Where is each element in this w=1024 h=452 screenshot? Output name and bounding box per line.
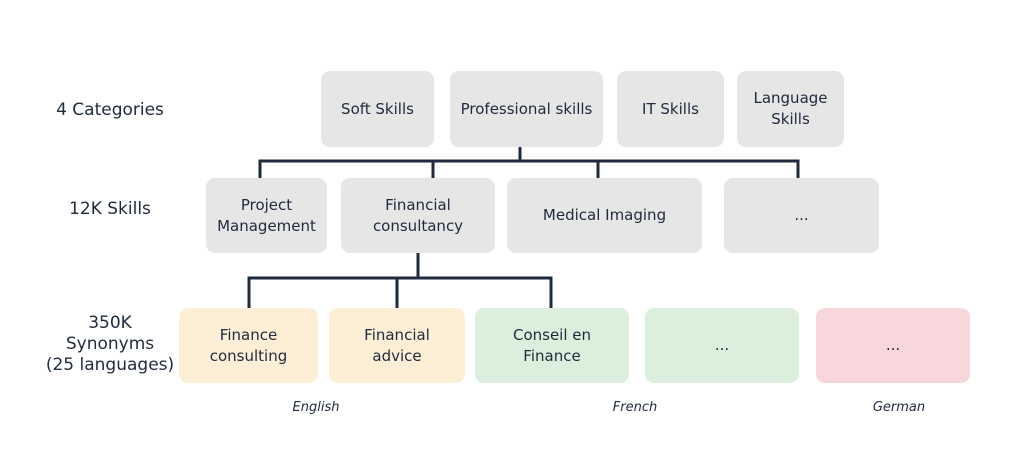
synonym-financial-advice: Financial advice (329, 308, 465, 383)
skill-medical-imaging: Medical Imaging (507, 178, 702, 253)
category-professional-skills: Professional skills (450, 71, 603, 147)
category-it-skills: IT Skills (617, 71, 724, 147)
synonym-conseil-en-finance: Conseil en Finance (475, 308, 629, 383)
synonym-finance-consulting: Finance consulting (179, 308, 318, 383)
level-label-synonyms: 350K Synonyms (25 languages) (45, 313, 175, 375)
skill-ellipsis: ... (724, 178, 879, 253)
level-label-categories: 4 Categories (56, 100, 164, 120)
skill-financial-consultancy: Financial consultancy (341, 178, 495, 253)
language-label-french: French (612, 400, 658, 415)
language-label-english: English (292, 400, 340, 415)
level-label-skills: 12K Skills (69, 199, 151, 219)
category-language-skills: Language Skills (737, 71, 844, 147)
skill-project-management: Project Management (206, 178, 327, 253)
language-label-german: German (872, 400, 926, 415)
synonym-french-ellipsis: ... (645, 308, 799, 383)
category-soft-skills: Soft Skills (321, 71, 434, 147)
synonym-german-ellipsis: ... (816, 308, 970, 383)
